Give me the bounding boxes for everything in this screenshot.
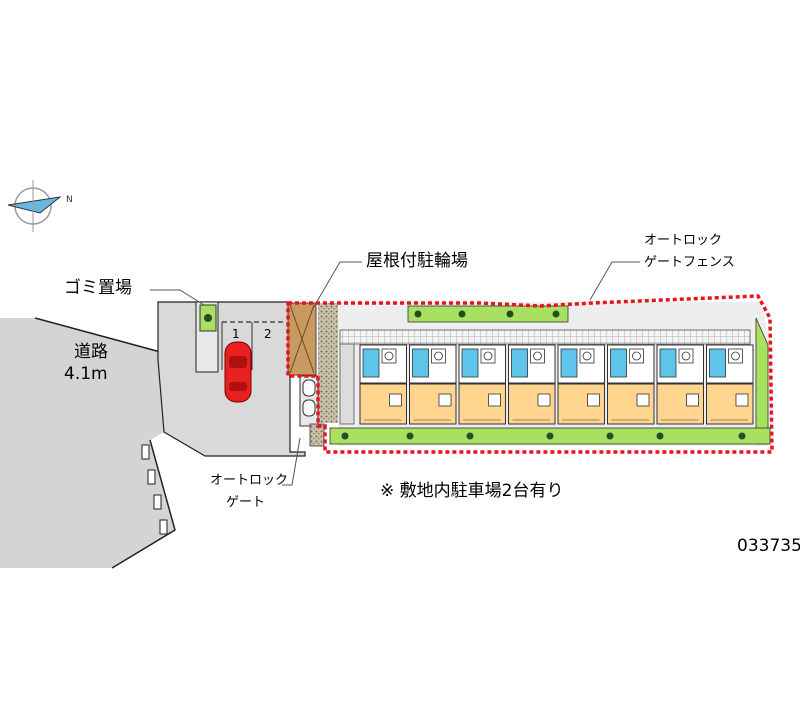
greenery-top	[407, 305, 569, 323]
greenery-bottom	[329, 427, 771, 445]
autolock-gate-label-line2: ゲート	[226, 495, 266, 510]
car-icon	[224, 341, 252, 403]
autolock-fence-label-line2: ゲートフェンス	[644, 255, 735, 270]
unit-3	[458, 344, 506, 425]
gravel-strip	[318, 303, 340, 423]
autolock-gate-label-line1: オートロック	[210, 473, 289, 488]
leader-lines	[150, 261, 640, 486]
compass-icon: N	[7, 180, 73, 232]
autolock-fence-label-line1: オートロック	[644, 233, 723, 248]
garbage-area	[199, 304, 217, 332]
parking-note: ※ 敷地内駐車場2台有り	[380, 481, 564, 501]
road-width-label: 4.1m	[64, 364, 108, 384]
road	[0, 317, 195, 569]
parking-space-2-label: 2	[264, 327, 272, 341]
unit-2	[409, 344, 457, 425]
unit-6	[607, 344, 655, 425]
garbage-area-label: ゴミ置場	[64, 278, 132, 298]
bike-parking-label: 屋根付駐輪場	[366, 251, 468, 271]
compass-north-label: N	[66, 195, 73, 205]
site-boundary	[286, 294, 774, 454]
unit-5	[557, 344, 605, 425]
road-name-label: 道路	[74, 342, 108, 362]
bike-shed	[287, 302, 317, 376]
unit-1	[359, 344, 407, 425]
property-code: 033735	[737, 536, 800, 556]
apartment-units	[359, 344, 754, 425]
unit-8	[706, 344, 754, 425]
unit-4	[508, 344, 556, 425]
parking-space-1-label: 1	[232, 327, 240, 341]
unit-7	[656, 344, 704, 425]
entrance-gate-area	[299, 375, 325, 447]
